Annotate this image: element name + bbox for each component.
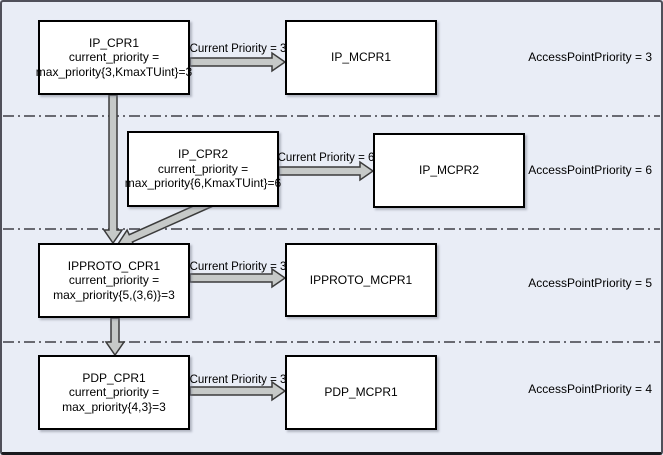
box-line: max_priority{5,(3,6)}=3 [53, 287, 175, 302]
current-priority-label: Current Priority = 3 [189, 261, 287, 273]
box-title: PDP_MCPR1 [324, 385, 398, 400]
current-priority-label: Current Priority = 3 [189, 374, 287, 386]
access-point-priority-label: AccessPointPriority = 4 [528, 382, 652, 396]
arrow-ip-cpr1-to-ipproto-cpr1 [102, 94, 124, 245]
box-line: current_priority = [68, 50, 160, 65]
access-point-priority-label: AccessPointPriority = 3 [528, 50, 652, 64]
access-point-priority-label: AccessPointPriority = 5 [528, 276, 652, 290]
arrow-ipproto-cpr1-to-pdp-cpr1 [104, 317, 126, 357]
box-line: max_priority{6,KmaxTUint}=6 [124, 176, 282, 191]
box-ip-mcpr1: IP_MCPR1 [285, 20, 437, 95]
box-line: current_priority = [68, 385, 160, 400]
box-ipproto-mcpr1: IPPROTO_MCPR1 [285, 243, 437, 317]
arrow-ipproto-cpr1-to-ipproto-mcpr1 [189, 267, 287, 289]
box-line: current_priority = [157, 161, 249, 176]
box-ip-cpr2: IP_CPR2 current_priority = max_priority{… [124, 131, 282, 207]
box-ip-cpr1: IP_CPR1 current_priority = max_priority{… [35, 20, 193, 95]
arrow-ip-cpr1-to-ip-mcpr1 [189, 51, 287, 73]
box-title: IPPROTO_CPR1 [67, 258, 161, 273]
current-priority-label: Current Priority = 6 [277, 152, 375, 164]
box-pdp-cpr1: PDP_CPR1 current_priority = max_priority… [38, 355, 190, 430]
box-ipproto-cpr1: IPPROTO_CPR1 current_priority = max_prio… [38, 243, 190, 318]
box-line: max_priority{3,KmaxTUint}=3 [35, 64, 193, 79]
arrow-pdp-cpr1-to-pdp-mcpr1 [189, 380, 287, 402]
box-title: IP_CPR1 [88, 35, 140, 50]
access-point-priority-label: AccessPointPriority = 6 [528, 163, 652, 177]
box-title: PDP_CPR1 [82, 370, 146, 385]
box-title: IPPROTO_MCPR1 [309, 272, 413, 287]
box-title: IP_MCPR1 [330, 50, 392, 65]
box-title: IP_CPR2 [177, 147, 229, 162]
box-pdp-mcpr1: PDP_MCPR1 [285, 355, 437, 430]
arrow-ip-cpr2-to-ip-mcpr2 [278, 160, 375, 182]
box-line: current_priority = [68, 273, 160, 288]
box-title: IP_MCPR2 [418, 163, 480, 178]
box-line: max_priority{4,3}=3 [62, 399, 166, 414]
current-priority-label: Current Priority = 3 [189, 43, 287, 55]
box-ip-mcpr2: IP_MCPR2 [373, 133, 525, 208]
